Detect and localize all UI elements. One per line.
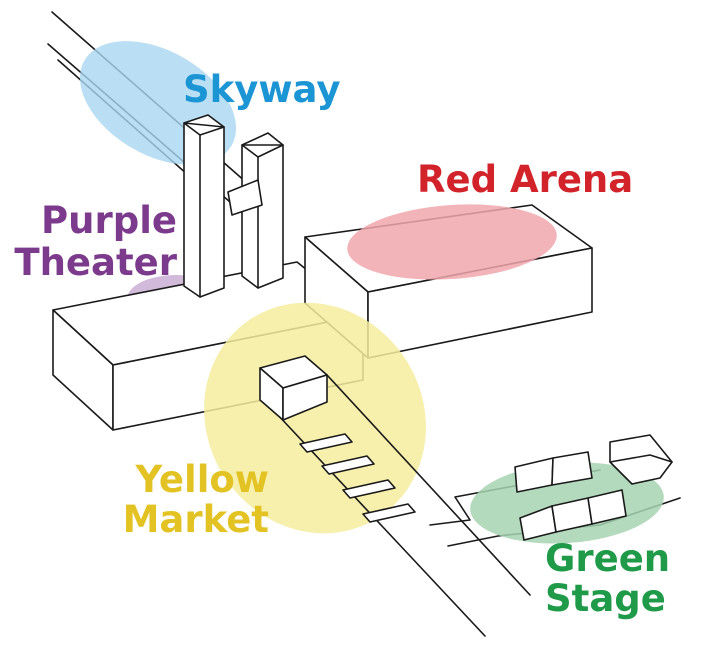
red-arena-label: Red Arena [417,158,633,201]
market-street [259,355,531,637]
red-arena-zone-area[interactable] [345,198,560,286]
green-stage-structures [514,434,673,541]
zone-label-line: Red Arena [417,158,633,201]
zone-label-line: Theater [14,241,177,284]
skyway-towers [183,114,284,298]
zone-label-line: Skyway [183,68,341,111]
zone-label-line: Purple [41,199,177,242]
yellow-market-zone-area[interactable] [161,261,469,576]
zone-label-line: Stage [545,577,666,620]
zone-label-line: Market [123,498,269,541]
zone-label-line: Green [545,537,670,580]
skyway-label: Skyway [183,68,341,111]
zone-label-line: Yellow [135,458,269,501]
